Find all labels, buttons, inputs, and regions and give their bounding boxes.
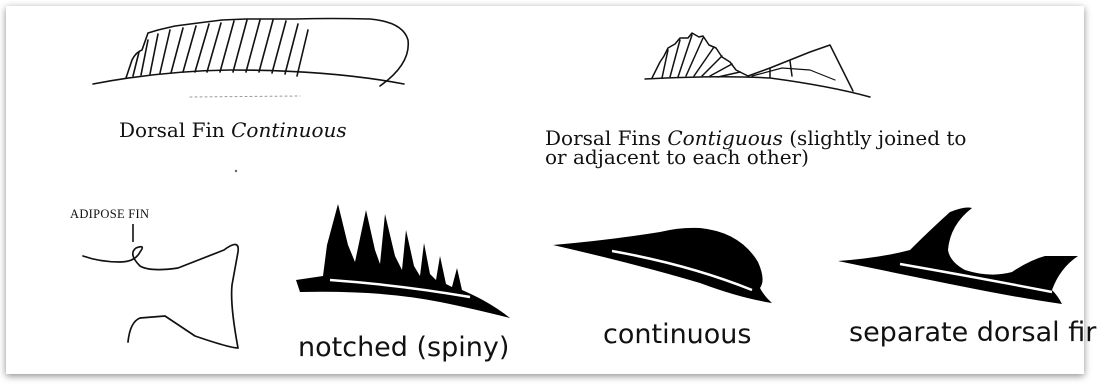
fish-back-line	[645, 77, 870, 97]
notched-fin-silhouette	[296, 204, 510, 318]
soft-fin-outline	[748, 45, 853, 91]
fin-outline	[126, 19, 408, 87]
contiguous-fins-sketch	[645, 33, 870, 97]
contiguous-caption-line2: or adjacent to each other)	[545, 145, 809, 169]
fish-back-line	[93, 70, 404, 84]
separate-label: separate dorsal fir	[849, 317, 1097, 348]
adipose-fin-outline	[83, 244, 238, 348]
adipose-fin-label: ADIPOSE FIN	[70, 207, 149, 221]
separate-fin-silhouette	[838, 208, 1078, 305]
stray-dot	[235, 170, 237, 172]
continuous-label: continuous	[603, 319, 752, 350]
continuous-fin-sketch	[93, 19, 408, 98]
continuous-fin-silhouette	[553, 228, 772, 303]
notched-label: notched (spiny)	[298, 332, 509, 363]
continuous-caption: Dorsal Fin Continuous	[119, 118, 347, 142]
